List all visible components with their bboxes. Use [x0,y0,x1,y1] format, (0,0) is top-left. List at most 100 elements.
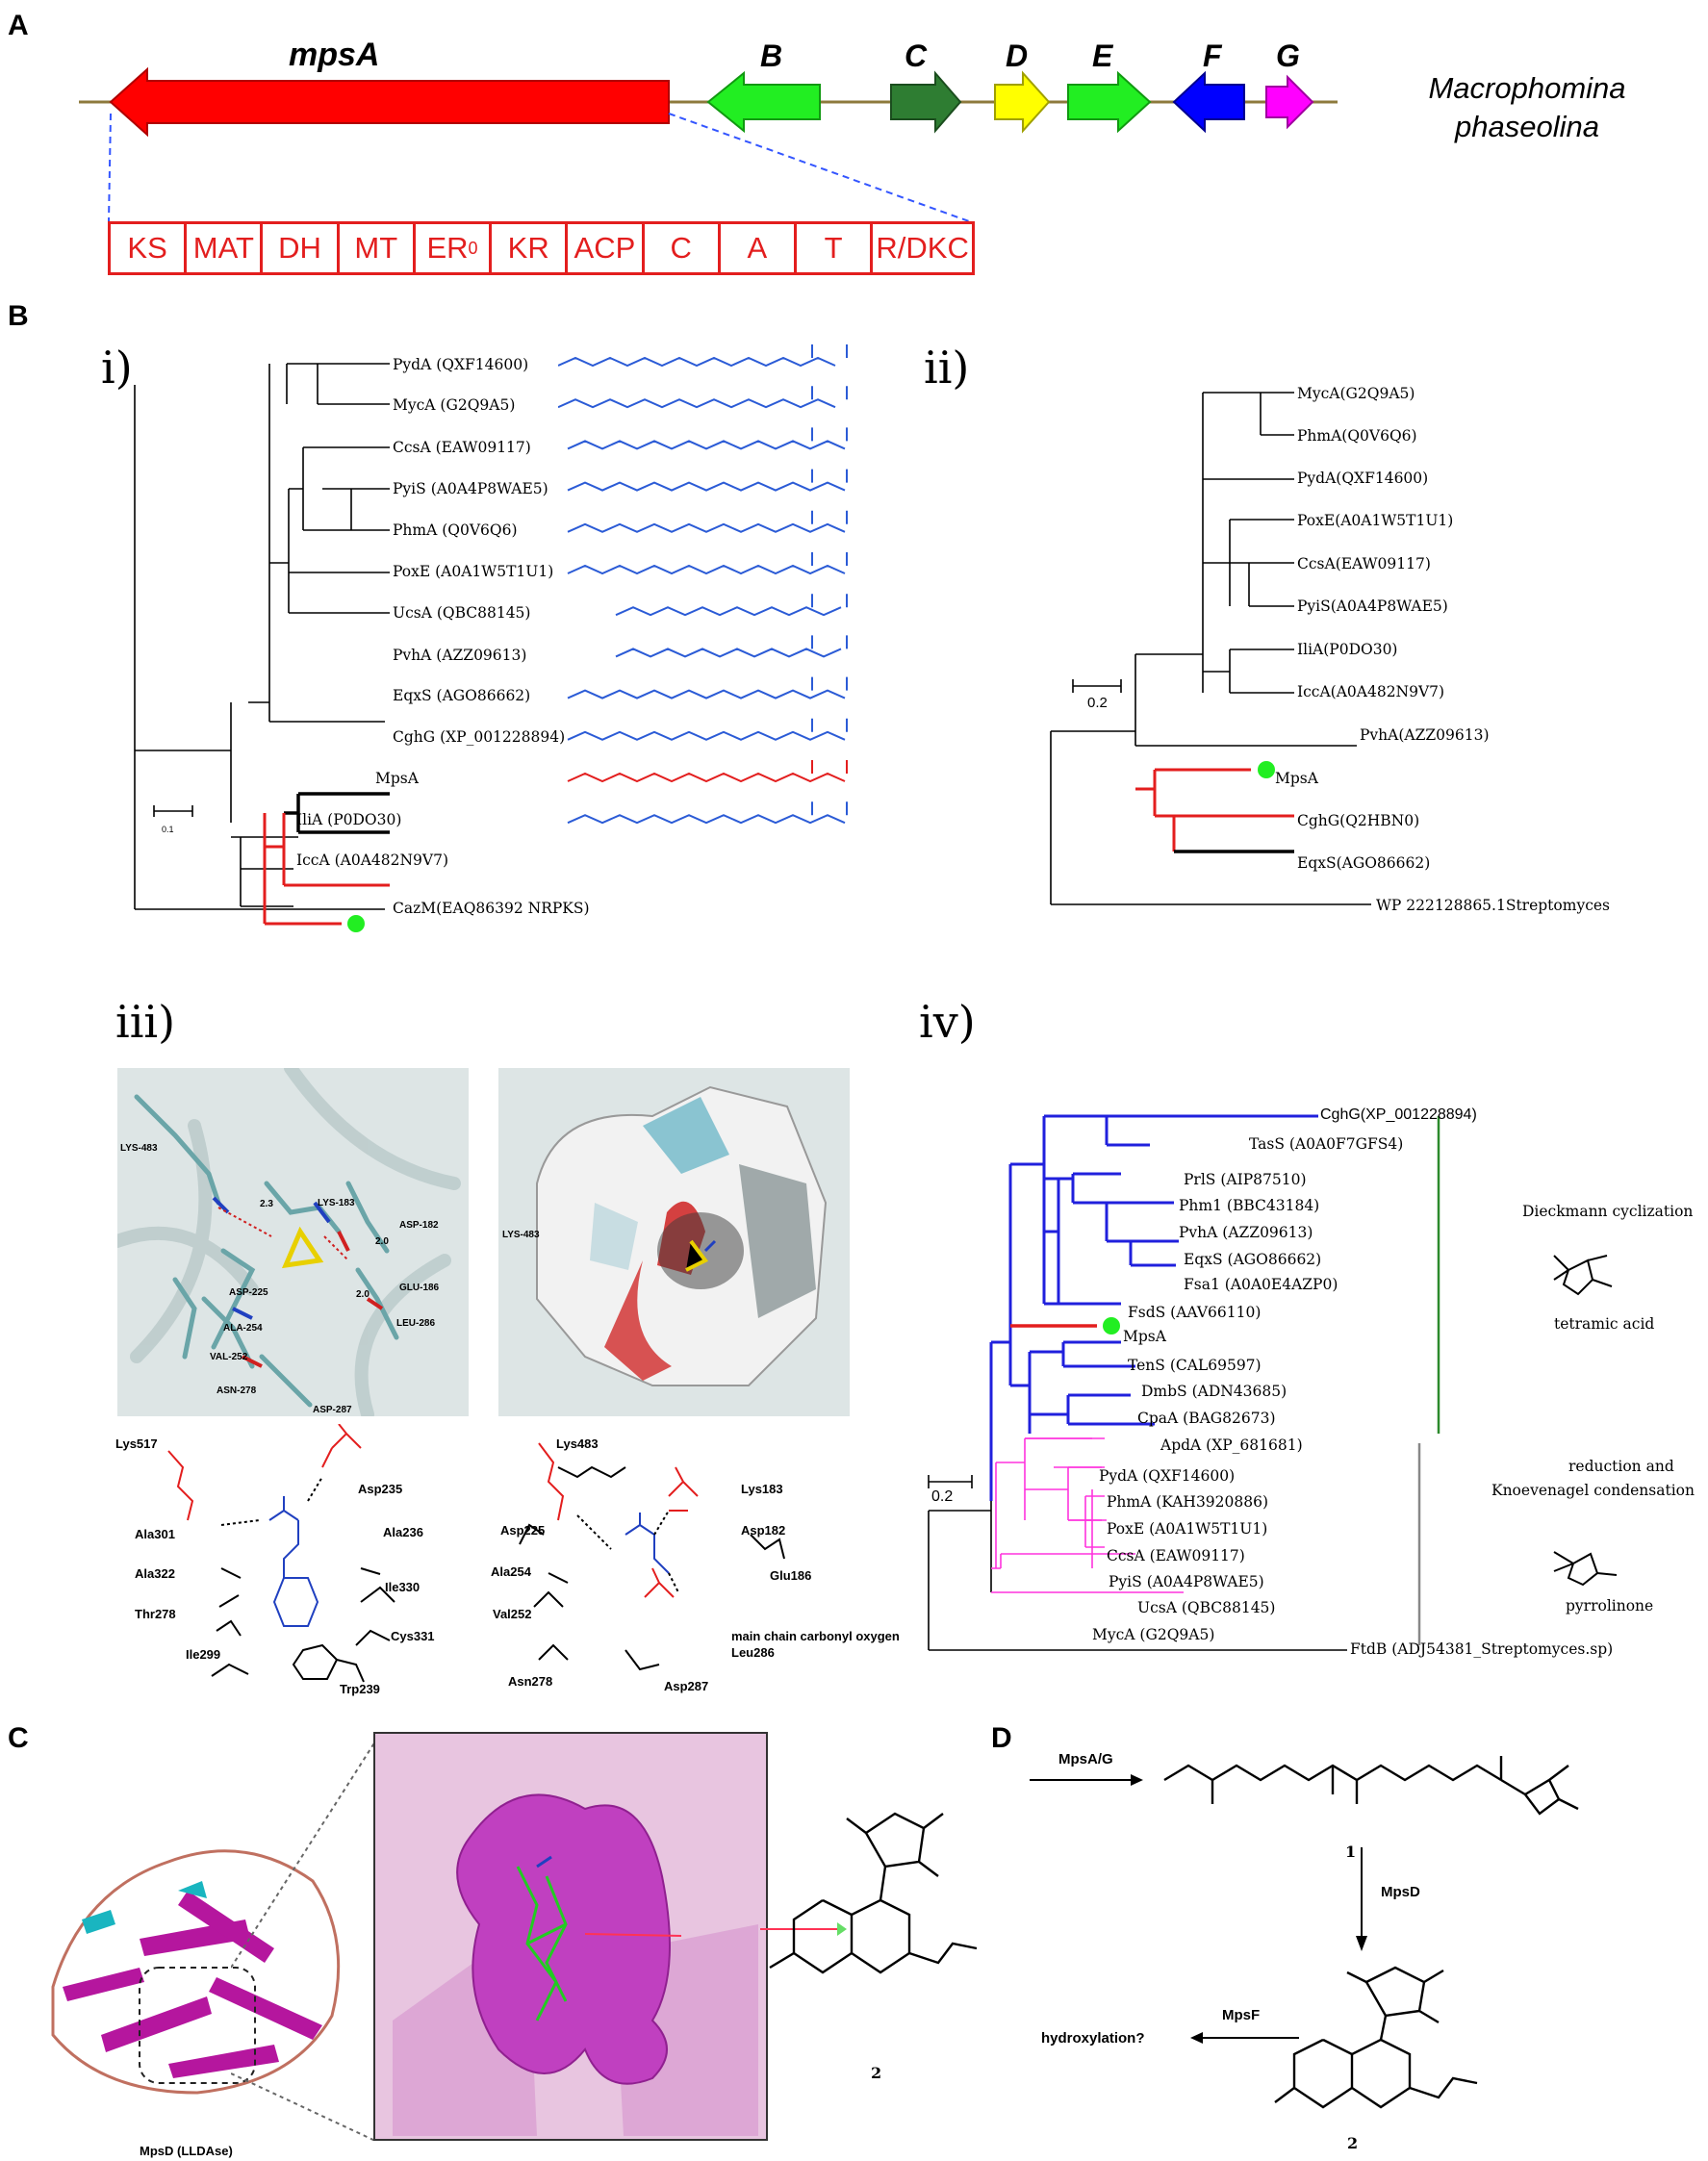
mpsa-marker-dot-iv [1103,1317,1120,1335]
stick-label-2: LYS-183 [318,1198,355,1208]
tree-i-leaf-10: CghG (XP_001228894) [393,728,566,746]
stick-label-4: ASP-225 [229,1287,268,1298]
roman-iii: iii) [115,996,176,1048]
tree-ii-scale: 0.2 [1087,695,1108,711]
hydroxylation-label: hydroxylation? [1041,2030,1145,2047]
polyketide-chain-9 [567,689,846,699]
res-right-2: Lys183 [741,1482,783,1496]
res-right-10: Asn278 [508,1674,553,1689]
tree-iv-leaf-15: PhmA (KAH3920886) [1107,1493,1269,1511]
tree-i-leaf-6: PoxE (A0A1W5T1U1) [393,563,554,580]
group1-label: Dieckmann cyclization [1522,1203,1694,1220]
enzyme-mpsf: MpsF [1222,2007,1261,2023]
tree-iv-leaf-1: CghG(XP_001228894) [1320,1106,1477,1123]
tree-iv-leaf-12: CpaA (BAG82673) [1137,1410,1276,1427]
gene-arrow-C [890,70,962,134]
group2-product: pyrrolinone [1566,1597,1654,1614]
polyketide-chain-12 [567,814,846,825]
enzyme-mpsag: MpsA/G [1058,1751,1113,1767]
docking-stick-view [117,1068,469,1416]
reaction-arrow-1 [1030,1774,1143,1786]
gene-arrow-B [706,70,821,134]
res-left-3: Ala301 [135,1527,175,1541]
tree-iv-leaf-16: PoxE (A0A1W5T1U1) [1107,1520,1268,1538]
roman-ii: ii) [924,342,970,394]
tree-iv-leaf-6: EqxS (AGO86662) [1184,1251,1322,1268]
gene-label-C: C [905,38,928,73]
gene-cluster-diagram [79,66,1338,222]
tree-i [134,363,390,932]
compound-1-label: 1 [1345,1843,1357,1861]
domain-ER-superscript: 0 [468,238,478,258]
gene-arrow-D [994,70,1051,134]
tree-iv-leaf-14: PydA (QXF14600) [1099,1467,1236,1485]
panel-label-d: D [991,1722,1012,1754]
stick-distance-3: 2.0 [356,1289,370,1300]
stick-label-7: ASN-278 [217,1386,257,1396]
tree-i-leaf-1: PydA (QXF14600) [393,356,529,373]
group1-product: tetramic acid [1554,1315,1655,1333]
interaction-diagram-right [519,1442,785,1671]
enzyme-mpsd: MpsD [1381,1884,1420,1900]
stick-distance-1: 2.3 [260,1199,273,1209]
carbonyl-mark-3 [811,427,848,442]
compound-2-label-d: 2 [1347,2134,1359,2152]
tree-ii-leaf-3: PydA(QXF14600) [1297,470,1429,487]
tree-iv-leaf-18: PyiS (A0A4P8WAE5) [1109,1573,1264,1590]
pyrrolinone-structure [1553,1551,1618,1587]
gene-arrow-E [1067,70,1152,134]
gene-label-E: E [1092,38,1113,73]
reaction-arrow-3 [1190,2032,1299,2044]
tree-iv-leaf-13: ApdA (XP_681681) [1160,1436,1303,1454]
domain-RDKC: R/DKC [876,231,969,265]
mpsa-marker-dot [347,915,365,932]
polyketide-chain-4 [567,481,846,492]
carbonyl-mark-9 [811,676,848,691]
tree-ii-leaf-4: PoxE(A0A1W5T1U1) [1297,512,1454,529]
organism-line2: phaseolina [1455,110,1599,143]
tree-iv-scale: 0.2 [931,1488,954,1505]
carbonyl-mark-8 [811,635,848,649]
stick-label-5: ALA-254 [223,1323,263,1334]
tree-iv-leaf-3: PrlS (AIP87510) [1184,1171,1307,1188]
tree-iv [928,1114,1440,1651]
group2-label-2: Knoevenagel condensation [1491,1482,1695,1499]
tetramic-acid-structure [1553,1255,1613,1296]
tree-iv-leaf-8: FsdS (AAV66110) [1128,1304,1262,1321]
docking-surface-view [498,1068,850,1416]
res-right-6: Glu186 [770,1568,812,1583]
polyketide-chain-11 [567,772,846,783]
panel-label-a: A [8,10,29,41]
zoom-line-left [108,113,112,222]
zoom-line-right [668,113,970,222]
res-right-9: Leu286 [731,1645,775,1660]
carbonyl-mark-11 [811,760,848,774]
carbonyl-mark-2 [811,386,848,400]
polyketide-chain-5 [567,522,846,533]
tree-i-leaf-12: IliA (P0DO30) [296,811,402,828]
res-right-4: Asp182 [741,1523,786,1538]
stick-label-8: ASP-287 [313,1405,352,1415]
tree-iv-leaf-5: PvhA (AZZ09613) [1179,1224,1313,1241]
tree-ii-leaf-2: PhmA(Q0V6Q6) [1297,427,1417,445]
tree-iv-leaf-20: MycA (G2Q9A5) [1092,1626,1215,1643]
gene-arrow-F [1172,70,1245,134]
res-left-10: Trp239 [340,1682,380,1696]
tree-iv-leaf-11: DmbS (ADN43685) [1141,1383,1287,1400]
surface-label-1: LYS-483 [502,1230,540,1240]
tree-i-leaf-13: IccA (A0A482N9V7) [296,852,449,869]
res-left-1: Lys517 [115,1436,158,1451]
polyketide-chain-1 [558,356,836,368]
domain-ER: ER [426,231,469,265]
tree-ii-leaf-12: EqxS(AGO86662) [1297,854,1431,872]
polyketide-chain-8 [615,648,842,658]
tree-iv-leaf-21: FtdB (ADJ54381_Streptomyces.sp) [1350,1640,1614,1658]
reaction-arrow-2 [1356,1847,1367,1951]
carbonyl-mark-7 [811,594,848,608]
tree-i-leaf-14: CazM(EAQ86392 NRPKS) [393,900,590,917]
mpsd-protein-cartoon [51,1849,341,2095]
res-left-2: Asp235 [358,1482,403,1496]
carbonyl-mark-6 [811,552,848,566]
roman-i: i) [101,342,133,394]
res-right-5: Ala254 [491,1564,531,1579]
